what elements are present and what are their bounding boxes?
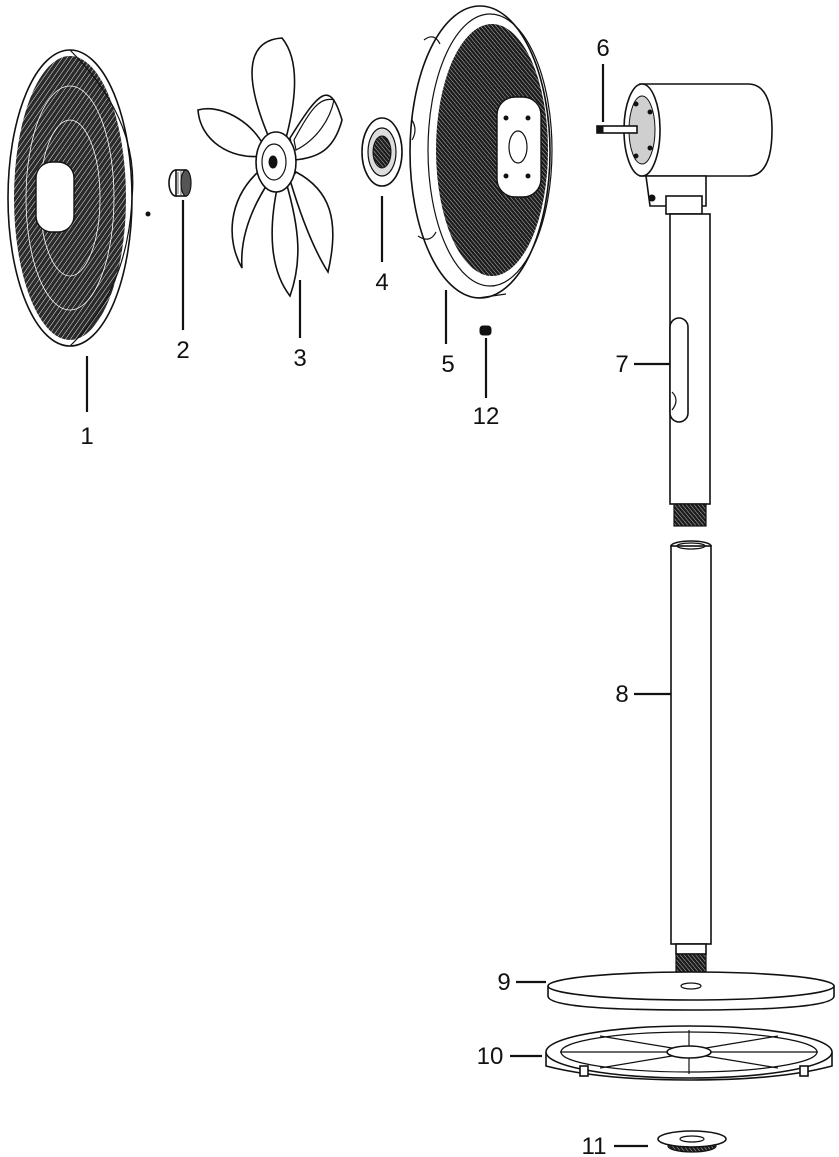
rear-grille xyxy=(409,5,553,299)
part-label-12: 12 xyxy=(473,403,500,430)
part-label-8: 8 xyxy=(615,681,628,708)
upper-pole xyxy=(669,213,711,527)
part-label-9: 9 xyxy=(497,969,510,996)
motor-shaft xyxy=(596,125,638,134)
base-frame xyxy=(545,1025,833,1081)
part-label-11: 11 xyxy=(582,1133,607,1157)
base-cover xyxy=(547,971,835,1011)
part-label-2: 2 xyxy=(176,337,189,364)
part-label-3: 3 xyxy=(293,345,306,372)
front-grille xyxy=(7,49,151,347)
motor-head xyxy=(623,83,773,215)
fan-blade xyxy=(197,37,343,298)
part-label-6: 6 xyxy=(596,35,609,62)
part-label-5: 5 xyxy=(441,351,454,378)
base-lock-nut xyxy=(657,1130,727,1153)
screw xyxy=(479,325,492,336)
lower-pole xyxy=(670,540,712,975)
part-label-1: 1 xyxy=(80,423,93,450)
rear-grille-nut xyxy=(361,117,403,187)
part-label-10: 10 xyxy=(477,1043,504,1070)
part-label-7: 7 xyxy=(615,351,628,378)
blade-nut xyxy=(168,169,192,197)
leader-lines xyxy=(85,64,671,1148)
part-label-4: 4 xyxy=(375,269,388,296)
part-labels: 1 2 3 4 5 6 7 8 9 10 11 12 xyxy=(80,35,628,1157)
